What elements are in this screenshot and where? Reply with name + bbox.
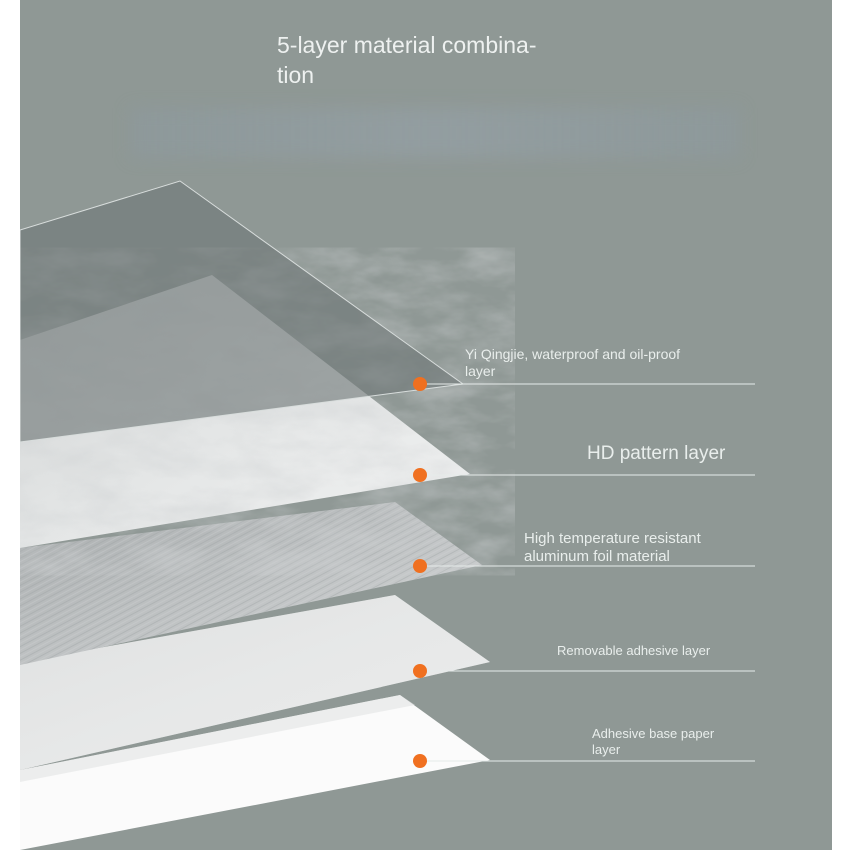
layer-label-base-paper: Adhesive base paper layer xyxy=(592,726,715,757)
marker-dot-3 xyxy=(413,559,427,573)
aluminum-foil-brush xyxy=(20,502,482,665)
transparent-film-layer xyxy=(20,180,465,443)
diagram-title: 5-layer material combina- tion xyxy=(277,32,537,88)
base-paper-shadow xyxy=(20,695,415,782)
adhesive-layer-sheen xyxy=(20,595,490,770)
layer-label-film: Yi Qingjie, waterproof and oil-proof lay… xyxy=(465,346,681,379)
blurred-banner xyxy=(130,108,740,158)
marker-dot-4 xyxy=(413,664,427,678)
base-paper-layer xyxy=(20,695,490,850)
diagram-panel: 5-layer material combina- tion xyxy=(20,0,832,850)
marker-dot-1 xyxy=(413,377,427,391)
layer-label-pattern: HD pattern layer xyxy=(587,443,726,464)
marker-dot-5 xyxy=(413,754,427,768)
layer-stack-illustration xyxy=(20,180,755,850)
layer-label-aluminum: High temperature resistant aluminum foil… xyxy=(524,530,701,565)
marker-dot-2 xyxy=(413,468,427,482)
layer-label-adhesive: Removable adhesive layer xyxy=(557,643,711,658)
